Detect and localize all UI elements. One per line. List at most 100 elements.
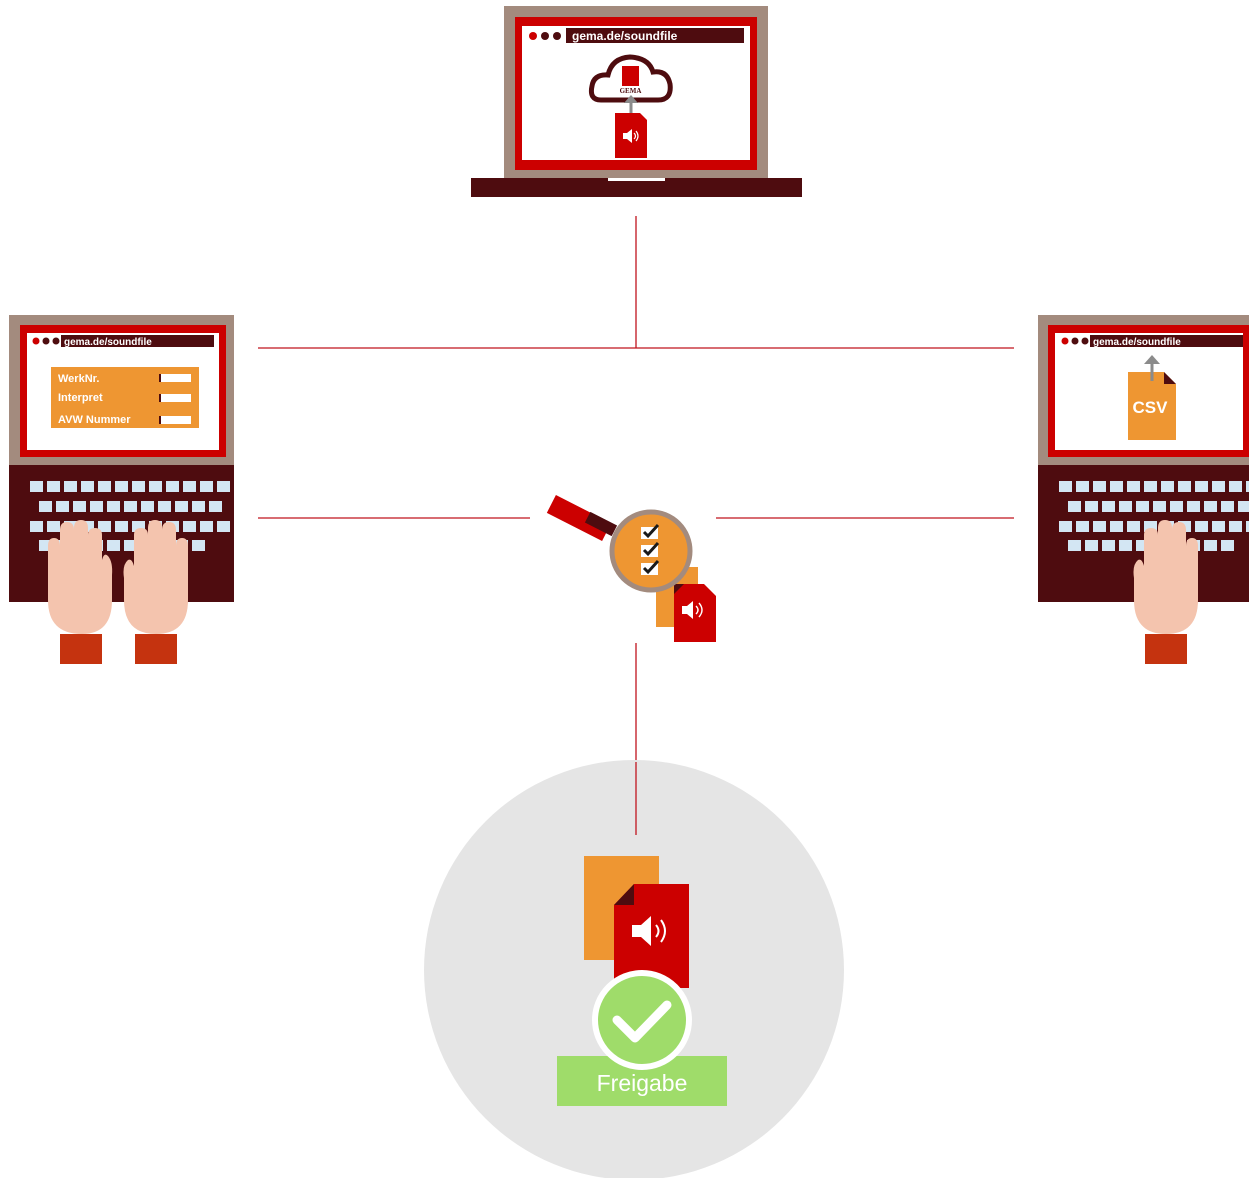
approval-label: Freigabe <box>597 1070 688 1096</box>
keyboard-key <box>1136 540 1149 551</box>
keyboard-key <box>1085 540 1098 551</box>
keyboard-key <box>39 540 52 551</box>
keyboard-key <box>132 481 145 492</box>
url-text: gema.de/soundfile <box>64 337 152 348</box>
keyboard-key <box>1238 501 1249 512</box>
keyboard-key <box>90 501 103 512</box>
approval-section: Freigabe <box>424 760 844 1178</box>
keyboard-key <box>192 501 205 512</box>
keyboard-key <box>30 481 43 492</box>
field-label-avw-nummer: AVW Nummer <box>58 414 131 426</box>
connector-lines <box>258 216 1014 835</box>
url-bar <box>61 335 214 347</box>
keyboard-key <box>149 481 162 492</box>
keyboard-key <box>115 481 128 492</box>
keyboard-key <box>1068 540 1081 551</box>
gema-logo-text: GEMA <box>620 87 642 95</box>
keyboard-key <box>30 521 43 532</box>
keyboard-key <box>107 540 120 551</box>
keyboard-key <box>1246 521 1249 532</box>
keyboard-key <box>124 540 137 551</box>
keyboard-key <box>98 521 111 532</box>
keyboard-key <box>200 521 213 532</box>
keyboard-key <box>1127 521 1140 532</box>
field-label-werknr: WerkNr. <box>58 373 99 385</box>
keyboard-key <box>217 521 230 532</box>
keyboard-key <box>1221 501 1234 512</box>
keyboard-key <box>81 481 94 492</box>
keyboard-key <box>47 521 60 532</box>
sound-file-icon <box>615 113 647 158</box>
keyboard-key <box>1204 501 1217 512</box>
keyboard-key <box>175 501 188 512</box>
hand-icon <box>123 520 188 664</box>
browser-dots <box>32 337 60 345</box>
keyboard-key <box>1187 501 1200 512</box>
keyboard-key <box>217 481 230 492</box>
url-text: gema.de/soundfile <box>1093 337 1181 348</box>
keyboard-key <box>1068 501 1081 512</box>
keyboard-key <box>1136 501 1149 512</box>
keyboard-key <box>1153 501 1166 512</box>
keyboard-key <box>1110 481 1123 492</box>
browser-dots <box>529 32 561 40</box>
keyboard-key <box>1093 481 1106 492</box>
checklist-icon <box>641 523 660 575</box>
url-text: gema.de/soundfile <box>572 29 678 43</box>
keyboard-key <box>98 481 111 492</box>
keyboard-key <box>1178 481 1191 492</box>
keyboard-key <box>1093 521 1106 532</box>
keyboard-key <box>192 540 205 551</box>
keyboard-key <box>1144 521 1157 532</box>
keyboard-key <box>1204 540 1217 551</box>
keyboard-key <box>1195 481 1208 492</box>
keyboard-key <box>132 521 145 532</box>
keyboard-key <box>1059 521 1072 532</box>
keyboard-key <box>1229 521 1242 532</box>
keyboard-key <box>1076 521 1089 532</box>
keyboard-key <box>1102 540 1115 551</box>
keyboard-key <box>1119 501 1132 512</box>
keyboard-key <box>1221 540 1234 551</box>
keyboard-key <box>200 481 213 492</box>
magnifier-checklist-icon <box>546 495 716 642</box>
laptop-base <box>471 178 802 197</box>
keyboard-key <box>1127 481 1140 492</box>
keyboard-key <box>1102 501 1115 512</box>
keyboard-key <box>183 521 196 532</box>
url-bar <box>1090 335 1243 347</box>
field-label-interpret: Interpret <box>58 392 103 404</box>
form-panel: WerkNr. Interpret AVW Nummer <box>51 367 199 428</box>
keyboard-key <box>209 501 222 512</box>
field-input-werknr <box>159 374 191 382</box>
sound-file-icon <box>584 856 689 988</box>
laptop-left: gema.de/soundfile WerkNr. Interpret AVW … <box>9 315 234 664</box>
keyboard-key <box>141 501 154 512</box>
keyboard-key <box>158 501 171 512</box>
keyboard-key <box>1212 521 1225 532</box>
keyboard-key <box>1246 481 1249 492</box>
keyboard-key <box>115 521 128 532</box>
keyboard-key <box>73 501 86 512</box>
keyboard-key <box>1110 521 1123 532</box>
csv-file-icon: CSV <box>1128 355 1176 440</box>
keyboard-key <box>1059 481 1072 492</box>
keyboard-key <box>1144 481 1157 492</box>
url-bar <box>566 28 744 43</box>
gema-logo <box>622 66 639 86</box>
field-input-interpret <box>159 394 191 402</box>
keyboard-key <box>47 481 60 492</box>
hand-icon <box>1133 520 1198 664</box>
keyboard-key <box>64 481 77 492</box>
keyboard-key <box>1170 501 1183 512</box>
keyboard-key <box>183 481 196 492</box>
keyboard-key <box>166 481 179 492</box>
browser-dots <box>1061 337 1089 345</box>
keyboard-key <box>107 501 120 512</box>
field-input-avw-nummer <box>159 416 191 424</box>
laptop-right: gema.de/soundfile CSV <box>1038 315 1249 664</box>
keyboard-key <box>1195 521 1208 532</box>
keyboard-key <box>1119 540 1132 551</box>
keyboard-key <box>1085 501 1098 512</box>
